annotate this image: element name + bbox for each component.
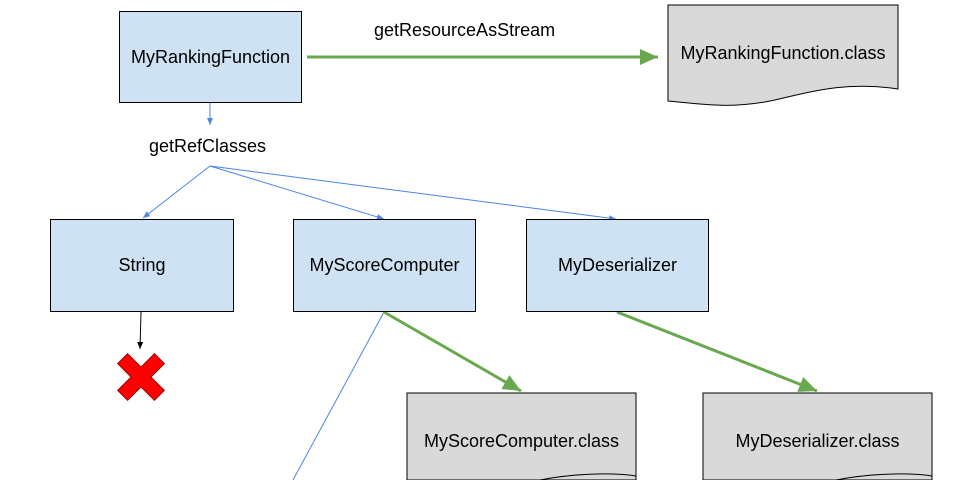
doc-label-score-computer-class: MyScoreComputer.class	[423, 431, 620, 451]
doc-wave-score-computer-class	[539, 473, 637, 480]
doc-shape-score-computer-class	[406, 392, 637, 480]
doc-shape-deserializer-class	[702, 392, 933, 480]
node-my-deserializer: MyDeserializer	[526, 219, 709, 312]
node-string: String	[50, 219, 234, 312]
doc-shape-ranking-function-class	[667, 4, 899, 106]
doc-label-ranking-function-class: MyRankingFunction.class	[680, 43, 886, 63]
arrow-deserializer-to-class	[616, 310, 818, 393]
edge-label-get-ref-classes: getRefClasses	[149, 136, 267, 156]
edge-label-get-resource-as-stream: getResourceAsStream	[374, 20, 556, 40]
arrow-refclasses-to-string	[142, 165, 211, 219]
arrow-refclasses-to-deserializer	[209, 165, 617, 222]
arrow-refclasses-to-scorecomputer	[209, 165, 385, 220]
arrow-string-to-reject	[137, 311, 144, 350]
doc-label-deserializer-class: MyDeserializer.class	[735, 431, 900, 451]
node-label: MyScoreComputer	[309, 255, 460, 275]
node-label: MyDeserializer	[557, 255, 678, 275]
node-my-ranking-function: MyRankingFunction	[119, 11, 302, 103]
node-my-score-computer: MyScoreComputer	[293, 219, 476, 312]
line-scorecomputer-down	[292, 311, 385, 480]
red-cross-icon	[116, 352, 166, 402]
node-label: MyRankingFunction	[130, 46, 291, 67]
arrow-scorecomputer-to-class	[383, 310, 522, 393]
node-label: String	[118, 255, 166, 275]
doc-wave-deserializer-class	[835, 473, 933, 480]
